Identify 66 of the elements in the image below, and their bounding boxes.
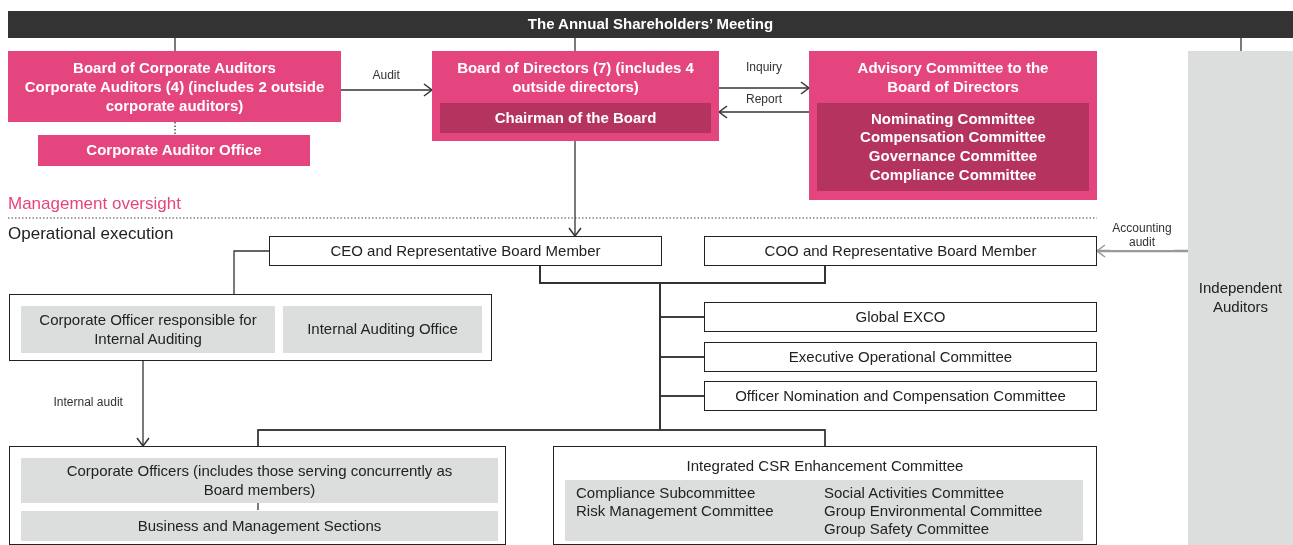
connector-line xyxy=(233,250,270,295)
box-label: Business and Management Sections xyxy=(137,516,382,536)
edge-label: Report xyxy=(744,93,785,107)
committee-name: Compliance Committee xyxy=(869,165,1037,185)
connector-line xyxy=(257,501,259,511)
unit-box xyxy=(21,458,498,503)
subcommittee-panel xyxy=(565,480,1083,541)
box-label: Independent Auditors xyxy=(1197,279,1284,317)
org-box xyxy=(704,302,1097,332)
org-box xyxy=(704,236,1097,266)
sub-box xyxy=(440,103,711,133)
meeting-title: The Annual Shareholders’ Meeting xyxy=(527,15,774,34)
box-label: Corporate Officer responsible for Internal Auditing xyxy=(38,310,258,349)
committee-name: Nominating Committee xyxy=(870,109,1036,129)
board-box xyxy=(38,135,310,166)
box-label: Internal Auditing Office xyxy=(307,320,458,339)
arrow xyxy=(340,83,433,97)
sub-box xyxy=(817,103,1089,191)
box-label: Advisory Committee to the Board of Directors xyxy=(856,59,1050,97)
committee-name: Group Safety Committee xyxy=(824,519,991,538)
box-label: Executive Operational Committee xyxy=(788,347,1013,367)
connector-line xyxy=(174,121,176,136)
committee-name: Governance Committee xyxy=(868,147,1038,166)
unit-box xyxy=(21,306,275,353)
arrow xyxy=(718,81,810,95)
connector-line xyxy=(1240,37,1242,52)
box-label: Chairman of the Board xyxy=(494,108,657,128)
box-label: Corporate Officers (includes those serving concurrently as Board members) xyxy=(65,461,454,500)
edge-label: Accounting audit xyxy=(1110,222,1174,250)
box-label: Corporate Auditor Office xyxy=(86,141,262,160)
arrow xyxy=(718,105,810,119)
execution-heading: Operational execution xyxy=(8,224,174,244)
committee-box xyxy=(553,446,1097,545)
connector-line xyxy=(574,37,576,52)
committee-name: Compensation Committee xyxy=(860,128,1046,147)
board-box xyxy=(8,51,341,122)
unit-box xyxy=(21,511,498,541)
group-box xyxy=(9,294,492,361)
box-label: CEO and Representative Board Member xyxy=(330,241,601,261)
connector-line xyxy=(174,37,176,52)
connector-line xyxy=(659,265,826,447)
org-box xyxy=(269,236,662,266)
arrow xyxy=(1096,244,1188,258)
arrow xyxy=(136,360,150,447)
box-label: COO and Representative Board Member xyxy=(764,241,1037,261)
arrow xyxy=(568,140,582,237)
committee-name: Risk Management Committee xyxy=(576,501,775,520)
committee-name: Social Activities Committee xyxy=(824,483,1006,502)
board-box xyxy=(432,51,719,141)
box-label: Board of Corporate Auditors xyxy=(72,59,277,78)
committee-name: Compliance Subcommittee xyxy=(576,483,757,502)
box-label: Board of Directors (7) (includes 4 outside directors) xyxy=(456,59,695,97)
board-box xyxy=(809,51,1097,200)
meeting-bar xyxy=(8,11,1293,38)
org-box xyxy=(704,381,1097,411)
box-label: Global EXCO xyxy=(855,307,946,327)
committee-name: Group Environmental Committee xyxy=(824,501,1044,520)
box-label: Officer Nomination and Compensation Committee xyxy=(735,386,1066,406)
unit-box xyxy=(283,306,482,353)
auditor-column xyxy=(1188,51,1293,545)
edge-label: Inquiry xyxy=(744,61,785,75)
oversight-heading: Management oversight xyxy=(8,194,181,214)
box-label: Corporate Auditors (4) (includes 2 outside corporate auditors) xyxy=(23,77,326,116)
box-label: Integrated CSR Enhancement Committee xyxy=(686,457,964,476)
org-box xyxy=(704,342,1097,372)
group-box xyxy=(9,446,506,545)
